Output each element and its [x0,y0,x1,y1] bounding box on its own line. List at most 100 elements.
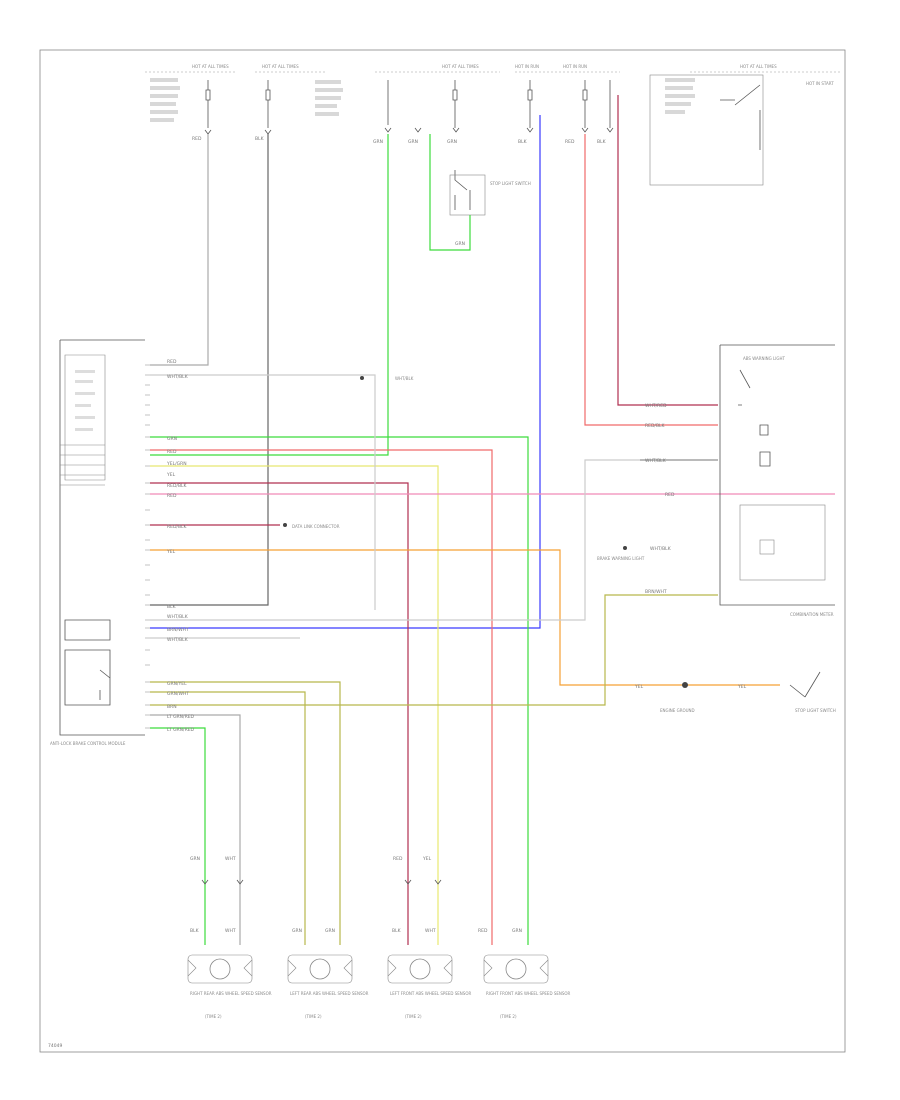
fuse-label-5: HOT IN RUN [563,64,587,69]
wire-dark-gray [150,134,269,606]
fuse-label-1: HOT AT ALL TIMES [192,64,229,69]
module-pin-ticks [145,364,150,729]
lf-wire-2: YEL [422,856,432,862]
wire-green-rf [150,436,529,945]
lr-wire-2: WHT [225,856,236,862]
lf-pin-2: WHT [425,928,436,934]
wire-yellow-lf [150,465,439,945]
abs-control-module: ANTI-LOCK BRAKE CONTROL MODULE [50,339,150,746]
bus-label-19: LT GRN/RED [167,727,195,733]
rr-sub: (TIME 2) [205,1014,222,1019]
ground-switch: ENGINE GROUND STOP LIGHT SWITCH YEL YEL [634,671,836,713]
top-power-section: HOT AT ALL TIMES HOT AT ALL TIMES HOT AT… [145,64,840,247]
wire-olive-1 [150,681,341,945]
bus-label-16: GRN/WHT [167,691,189,697]
combination-meter-label: COMBINATION METER [790,612,834,617]
fuse-symbols [205,74,764,186]
meter-label-5: WHT/BLK [650,546,672,552]
meter-label-1: WHT/RED [645,403,667,409]
fuse-label-6: HOT AT ALL TIMES [740,64,777,69]
wire-olive-2 [150,691,306,945]
bus-label-14: WHT/BLK [167,637,189,643]
meter-label-2: RED/BLK [645,423,666,429]
lf-sensor-label: LEFT FRONT ABS WHEEL SPEED SENSOR [390,991,471,996]
wire-gray-1 [150,134,209,366]
bus-label-3: GRN [167,436,177,442]
bus-label-9: RED/BLK [167,524,188,530]
wire-label-top-6: BLK [518,139,528,145]
fuse-label-7: HOT IN START [806,81,834,86]
warning-light-label: ABS WARNING LIGHT [743,356,786,361]
bus-label-13: BRN/WHT [167,627,189,633]
abs-module-label: ANTI-LOCK BRAKE CONTROL MODULE [50,741,126,746]
bus-label-2: WHT/BLK [167,374,189,380]
wire-green-stop [429,134,471,251]
stop-light-switch: STOP LIGHT SWITCH [449,170,531,216]
wire-red-rf [150,449,493,945]
fuse-description-blocks [150,78,695,122]
bus-label-18: LT GRN/RED [167,714,195,720]
splice-notes: WHT/BLK DATA LINK CONNECTOR BRAKE WARNIN… [283,376,645,561]
lf-wire-1: RED [393,856,403,862]
dlc-label: DATA LINK CONNECTOR [292,524,340,529]
wire-label-top-1: RED [192,136,202,142]
wire-orange [150,549,780,686]
orange-label-2: YEL [737,684,747,690]
wire-green-1 [150,134,389,456]
connector-pins-top [204,127,614,135]
sensor-connectors: GRN WHT RED YEL [190,856,442,885]
combination-meter: COMBINATION METER ABS WARNING LIGHT WHT/… [645,344,835,617]
rr-pin-2: WHT [225,928,236,934]
wire-green-lr [150,727,206,945]
bus-label-4: RED [167,449,177,455]
sensor-rr: BLK WHT RIGHT REAR ABS WHEEL SPEED SENSO… [187,928,272,1019]
wire-blue [150,115,541,629]
wires [150,95,835,945]
wire-red-right [584,134,718,426]
wire-label-stop: GRN [455,241,465,247]
wire-darkred-right [617,95,718,406]
fuse-label-4: HOT IN RUN [515,64,539,69]
bus-wire-labels: RED WHT/BLK GRN RED YEL/GRN YEL RED/BLK … [166,359,195,733]
fuse-label-2: HOT AT ALL TIMES [262,64,299,69]
brake-warning-label: BRAKE WARNING LIGHT [597,556,645,561]
bus-label-11: BLK [167,604,177,610]
lf-sub: (TIME 2) [405,1014,422,1019]
wire-label-top-5: GRN [447,139,457,145]
bus-label-17: BRN [167,704,177,710]
meter-label-6: BRN/WHT [645,589,667,595]
ground-label: ENGINE GROUND [660,708,695,713]
diagram-frame [39,49,846,1053]
bus-label-15: GRN/YEL [167,681,187,687]
lr-wire-1: GRN [190,856,200,862]
bus-label-1: RED [167,359,177,365]
splice-label-1: WHT/BLK [395,376,414,381]
rf-sensor-label: RIGHT FRONT ABS WHEEL SPEED SENSOR [486,991,571,996]
wire-light-1 [150,374,376,610]
bus-label-8: RED [167,493,177,499]
rf-pin-2: GRN [512,928,522,934]
wire-gray-lr [150,714,241,945]
bus-label-12: WHT/BLK [167,614,189,620]
wire-label-top-8: BLK [597,139,607,145]
lf-pin-1: BLK [392,928,402,934]
wire-olive-3 [150,594,718,706]
figure-id: 74049 [48,1043,62,1049]
rf-pin-1: RED [478,928,488,934]
lr-pin-2: GRN [325,928,335,934]
rr-sensor-label: RIGHT REAR ABS WHEEL SPEED SENSOR [190,991,272,996]
rf-sub: (TIME 2) [500,1014,517,1019]
wire-label-top-2: BLK [255,136,265,142]
bus-label-5: YEL/GRN [166,461,187,467]
switch-label: STOP LIGHT SWITCH [795,708,836,713]
sensor-lr: GRN GRN LEFT REAR ABS WHEEL SPEED SENSOR… [287,928,369,1019]
lr-pin-1: GRN [292,928,302,934]
wire-label-top-7: RED [565,139,575,145]
rr-pin-1: BLK [190,928,200,934]
stop-switch-label: STOP LIGHT SWITCH [490,181,531,186]
sensor-lf: BLK WHT LEFT FRONT ABS WHEEL SPEED SENSO… [387,928,471,1019]
wire-label-top-3: GRN [373,139,383,145]
meter-label-3: WHT/BLK [645,458,667,464]
bus-label-10: YEL [166,549,176,555]
